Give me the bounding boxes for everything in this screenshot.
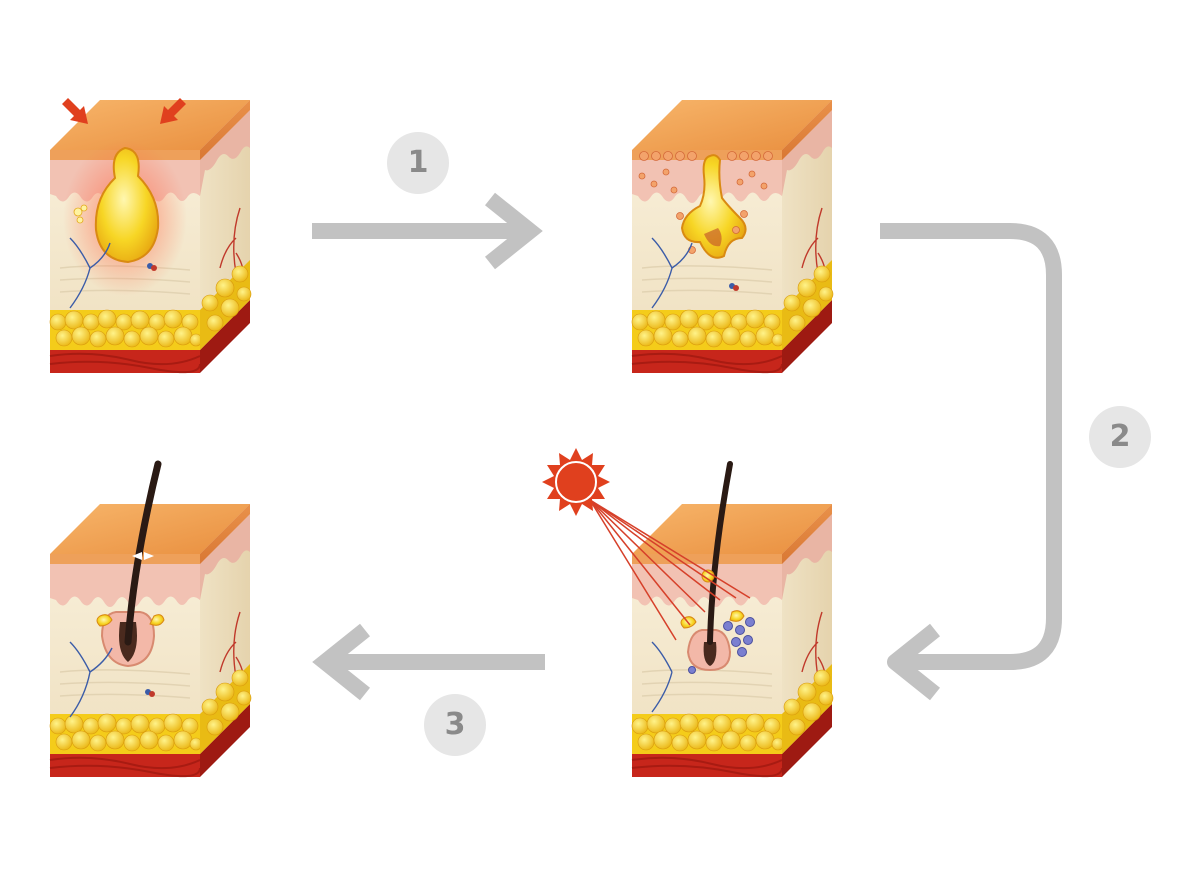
bacteria-beads [638, 151, 773, 254]
rising-pus [680, 154, 747, 259]
step-badge-2: 2 [1089, 406, 1151, 468]
skin-panel-healed-follicle [49, 460, 252, 778]
pore-marker [132, 552, 154, 560]
hair-strand [707, 461, 733, 645]
sun-light-source-icon [542, 448, 610, 516]
arrow-step-3 [312, 623, 545, 701]
pressure-arrows-icon [62, 98, 186, 124]
light-rays [589, 499, 751, 641]
arrow-step-2 [880, 223, 1062, 701]
pus-sac [94, 146, 160, 264]
skin-panel-inflamed-pimple [49, 98, 252, 374]
sebaceous-gland [96, 614, 165, 627]
skin-panel-bursting-pimple [631, 99, 834, 374]
bacteria-dots [688, 617, 755, 674]
step-badge-1: 1 [387, 132, 449, 194]
step-badge-3: 3 [424, 694, 486, 756]
skin-panel-light-treatment [631, 461, 834, 778]
arrow-step-1 [312, 192, 543, 270]
